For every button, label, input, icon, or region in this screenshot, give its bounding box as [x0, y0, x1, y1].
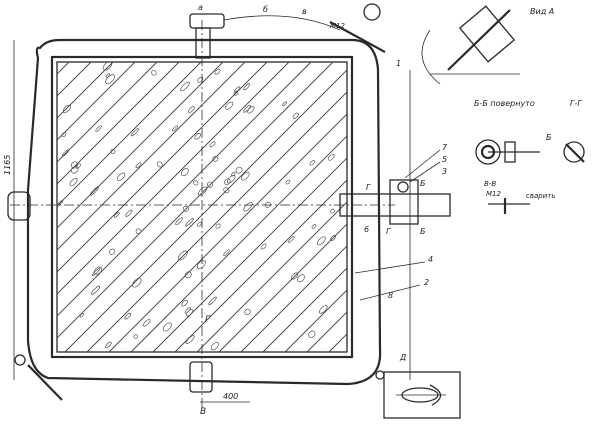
right-clamp-nut	[389, 179, 419, 225]
callout-3: 3	[442, 167, 447, 176]
callout-5: 5	[442, 155, 447, 164]
callout-6: 6	[364, 225, 369, 234]
top-right-bolt	[329, 21, 386, 53]
callout-1: 1	[396, 59, 401, 68]
mark-b-bottom: Б	[420, 227, 426, 236]
view-a-title: Вид А	[530, 7, 554, 16]
callout-2: 2	[424, 278, 429, 287]
section-gg-detail: Г-Г Б	[546, 99, 585, 163]
bottom-dimension-label: 400	[223, 392, 238, 401]
section-vv-m12: М12	[486, 190, 501, 198]
mark-g-bottom: Г	[386, 227, 391, 236]
leader-4	[354, 261, 426, 274]
m12-label: М12	[330, 22, 345, 30]
top-hanger-stem	[195, 27, 211, 59]
section-vv-detail: В-В М12 сварить	[484, 180, 555, 214]
mark-v-bottom: В	[200, 407, 206, 417]
right-clamp-eye	[397, 181, 409, 193]
view-a-detail: Вид А	[421, 5, 554, 85]
mark-t-center: Г	[205, 315, 211, 325]
hatched-panel	[57, 62, 347, 352]
top-wire	[223, 15, 341, 31]
leader-7	[404, 149, 441, 179]
height-dimension-label: 1165	[3, 155, 12, 175]
top-right-ring	[363, 3, 381, 21]
section-bb-title: Б-Б повернуто	[474, 99, 535, 108]
section-bb-detail: Б-Б повернуто	[474, 99, 540, 165]
callout-8: 8	[388, 291, 393, 300]
top-hanger	[189, 13, 225, 29]
mark-g-top: Г	[366, 183, 371, 192]
view-d-detail: Д	[383, 353, 461, 419]
top-label-v: в	[302, 7, 307, 16]
top-label-a: а	[198, 3, 203, 12]
right-clamp	[339, 193, 451, 217]
bottom-left-ring	[14, 354, 26, 366]
bottom-right-ring	[375, 370, 385, 380]
bottom-left-bolt	[27, 364, 63, 401]
mark-b-top: Б	[420, 179, 426, 188]
bottom-hanger	[189, 361, 213, 393]
top-label-b: б	[263, 5, 268, 14]
callout-7: 7	[442, 143, 448, 152]
left-handle	[7, 191, 31, 221]
leader-5	[409, 161, 441, 183]
section-vv-note: сварить	[526, 192, 555, 200]
view-d-title: Д	[399, 353, 406, 362]
callout-4: 4	[428, 255, 433, 264]
section-gg-title: Г-Г	[570, 99, 582, 108]
section-gg-mark: Б	[546, 133, 552, 142]
leader-2	[359, 284, 421, 301]
outer-frame	[26, 38, 382, 386]
section-vv-title: В-В	[484, 180, 496, 188]
